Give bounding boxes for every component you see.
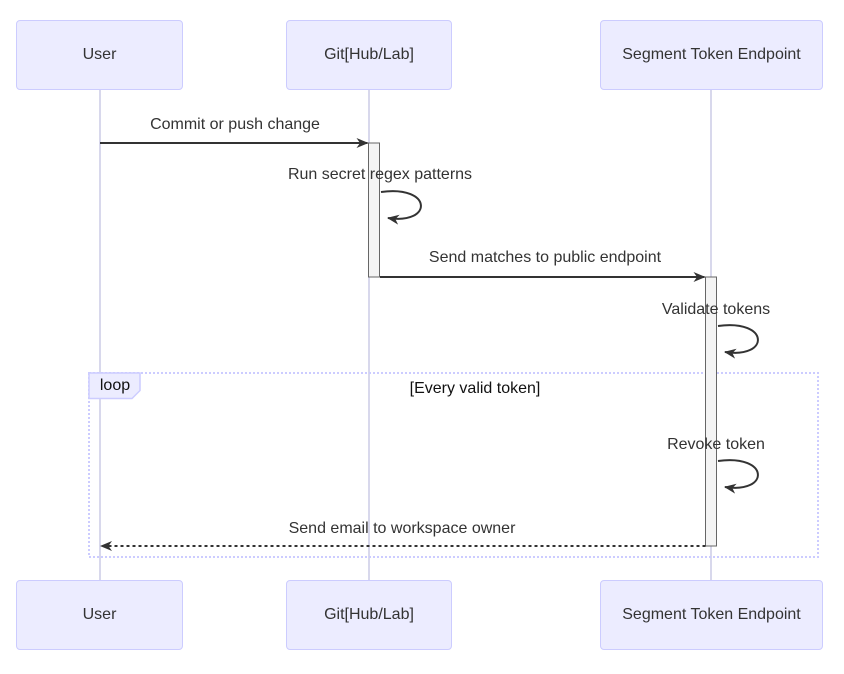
activation-bar-git (368, 142, 380, 278)
actor-box-user-top: User (16, 20, 183, 90)
loop-label-tab (88, 372, 141, 400)
message-label-send-email: Send email to workspace owner (288, 520, 516, 537)
actor-label: User (82, 46, 117, 63)
self-loop-arrow-revoke-token (717, 459, 759, 494)
activation-bar-segment (705, 276, 717, 547)
message-label-run-regex: Run secret regex patterns (287, 166, 473, 183)
message-label-send-matches: Send matches to public endpoint (428, 249, 662, 266)
loop-frame (88, 372, 819, 558)
actor-box-git-top: Git[Hub/Lab] (286, 20, 452, 90)
actor-box-segment-bottom: Segment Token Endpoint (600, 580, 823, 650)
message-label-commit-push: Commit or push change (150, 116, 320, 133)
loop-condition-label: [Every valid token] (409, 380, 541, 397)
actor-box-segment-top: Segment Token Endpoint (600, 20, 823, 90)
message-label-revoke-token: Revoke token (667, 436, 765, 453)
actor-label: Git[Hub/Lab] (324, 46, 414, 63)
actor-box-git-bottom: Git[Hub/Lab] (286, 580, 452, 650)
self-loop-arrow-run-regex (380, 190, 422, 225)
actor-label: Git[Hub/Lab] (324, 606, 414, 623)
actor-label: User (82, 606, 117, 623)
actor-label: Segment Token Endpoint (622, 606, 801, 623)
self-loop-arrow-validate-tokens (717, 324, 759, 359)
loop-keyword-label: loop (99, 377, 131, 394)
actor-label: Segment Token Endpoint (622, 46, 801, 63)
message-label-validate-tokens: Validate tokens (661, 301, 771, 318)
actor-box-user-bottom: User (16, 580, 183, 650)
